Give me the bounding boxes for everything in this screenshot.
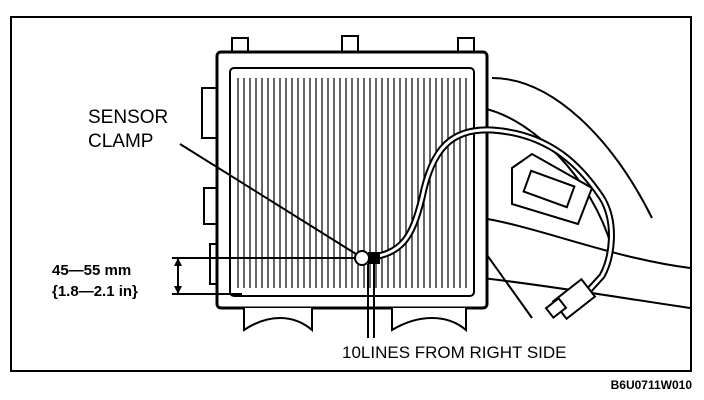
dimension-lines — [172, 257, 356, 295]
sensor-clamp-line1: SENSOR — [88, 107, 169, 128]
sensor-clamp-label: SENSOR CLAMP — [88, 106, 168, 154]
wire-connector — [544, 277, 597, 321]
lines-from-right-label: 10LINES FROM RIGHT SIDE — [342, 343, 567, 362]
diagram-frame: SENSOR CLAMP 45—55 mm {1.8—2.1 in} 10LIN… — [10, 16, 692, 372]
dimension-label: 45—55 mm {1.8—2.1 in} — [52, 260, 138, 302]
fin-line-marker — [367, 264, 375, 338]
dimension-in: {1.8—2.1 in} — [52, 283, 138, 300]
figure-code: B6U0711W010 — [610, 378, 692, 392]
evaporator-illustration — [172, 35, 690, 338]
connector-box — [511, 152, 594, 226]
sensor-clamp-line2: CLAMP — [88, 131, 154, 152]
dimension-mm: 45—55 mm — [52, 262, 132, 279]
clamp-leader-line — [179, 143, 357, 255]
sensor-clamp-marker — [354, 250, 380, 266]
